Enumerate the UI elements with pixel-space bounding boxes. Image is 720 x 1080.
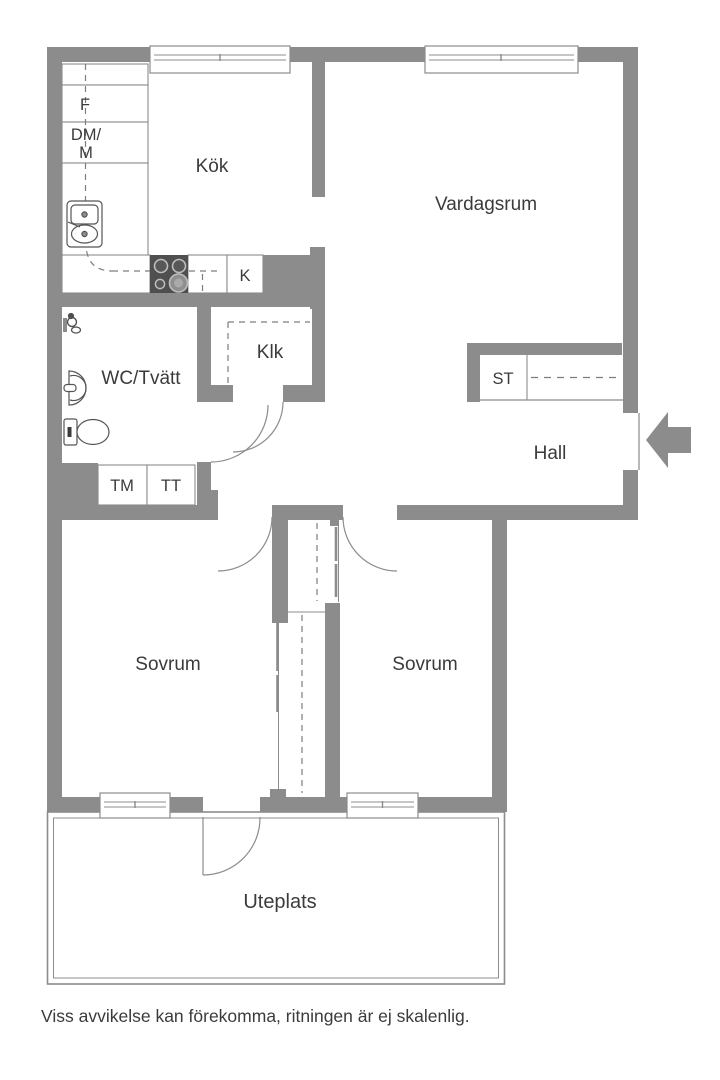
door-arc-klk	[232, 401, 284, 453]
fridge-box	[61, 84, 149, 123]
window-bedroom-right	[346, 792, 419, 819]
wall-klk-right	[312, 307, 325, 402]
label-st: ST	[492, 370, 513, 388]
wall-lower-closet-right	[325, 603, 340, 797]
wall-below-wc	[47, 505, 212, 520]
wall-kitchen-wc-band	[47, 293, 325, 307]
sink-drain-bottom	[81, 230, 88, 238]
klk-shelf-lines	[227, 321, 310, 383]
shower-knob	[67, 312, 75, 320]
label-living-room: Vardagsrum	[435, 194, 537, 215]
kitchen-counter-south-1	[61, 254, 151, 294]
wall-klk-bottom-left	[197, 385, 233, 402]
stove-burner-1	[153, 258, 169, 274]
sink-faucet	[67, 221, 81, 228]
entrance	[638, 412, 691, 470]
door-arc-patio	[202, 816, 261, 876]
label-tm: TM	[110, 477, 134, 495]
label-fridge: F	[80, 96, 90, 114]
window-bedroom-left	[99, 792, 171, 819]
label-tt: TT	[161, 477, 181, 495]
label-dm-line2: M	[79, 144, 93, 162]
wash-basin	[63, 370, 87, 406]
wall-klk-bottom-right	[283, 385, 325, 402]
basin-tap	[63, 383, 77, 393]
bedroom-closets	[276, 520, 339, 795]
sink-drain-top	[81, 211, 88, 218]
door-arc-bedroom-left	[217, 516, 273, 572]
window-kitchen	[149, 45, 291, 74]
label-wc: WC/Tvätt	[101, 368, 181, 389]
walls	[47, 47, 638, 812]
wall-bedroom-right	[492, 520, 507, 797]
patio-outer-border	[46, 811, 506, 985]
entrance-arrow-icon	[646, 412, 691, 468]
wall-left	[47, 47, 62, 812]
wall-right-upper	[623, 47, 638, 413]
toilet-bowl	[76, 418, 110, 446]
label-bedroom-right: Sovrum	[392, 654, 457, 675]
toilet-button	[67, 427, 72, 437]
dishwasher-box	[61, 121, 149, 164]
label-dm-line1: DM/	[71, 126, 102, 144]
stove	[150, 255, 189, 293]
door-arcs	[202, 401, 398, 876]
washing-machine-box	[97, 464, 148, 506]
stove-burner-3	[154, 278, 166, 290]
kitchen-sink	[66, 200, 103, 248]
windows	[99, 45, 579, 819]
wall-between-doors	[272, 505, 343, 520]
label-bedroom-left: Sovrum	[135, 654, 200, 675]
door-arc-wc	[210, 404, 269, 463]
upper-closet-top-block	[330, 520, 339, 526]
st-closet	[480, 355, 623, 401]
kitchen-cabinet-top	[61, 63, 149, 86]
shower-icon	[63, 312, 82, 334]
wall-kitchen-living-upper	[312, 62, 325, 197]
basin-inner	[69, 374, 87, 402]
wall-wc-right-upper	[197, 307, 211, 402]
kitchen-fixtures	[61, 63, 264, 294]
wall-wc-appliance-block	[62, 463, 98, 506]
kitchen-cabinet-k-box	[226, 254, 264, 294]
room-labels: Kök Vardagsrum WC/Tvätt Klk Hall Sovrum …	[71, 96, 566, 913]
patio-outline	[46, 811, 506, 985]
wall-bedroom-door-stub	[205, 490, 218, 520]
label-kitchen: Kök	[196, 156, 229, 177]
stove-burner-2	[171, 258, 187, 274]
wall-st-left	[467, 343, 480, 402]
wall-hall-south-right	[397, 505, 638, 520]
label-k-cabinet: K	[239, 267, 250, 285]
shower-bracket	[63, 318, 67, 332]
stove-burner-4-inner	[174, 278, 183, 288]
wall-st-top	[467, 343, 622, 355]
door-arc-bedroom-right	[342, 516, 398, 572]
label-patio: Uteplats	[243, 891, 316, 913]
patio-inner-border	[53, 817, 499, 979]
wc-fixtures	[63, 312, 196, 506]
toilet	[63, 418, 110, 446]
label-klk: Klk	[257, 342, 284, 363]
disclaimer-text: Viss avvikelse kan förekomma, ritningen …	[41, 1006, 470, 1026]
window-living-room	[424, 45, 579, 74]
label-hall: Hall	[534, 443, 567, 464]
kitchen-counter-south-2	[187, 254, 228, 294]
wall-mid-closet-left	[272, 505, 288, 623]
shower-hose	[70, 326, 82, 334]
dryer-box	[146, 464, 196, 506]
